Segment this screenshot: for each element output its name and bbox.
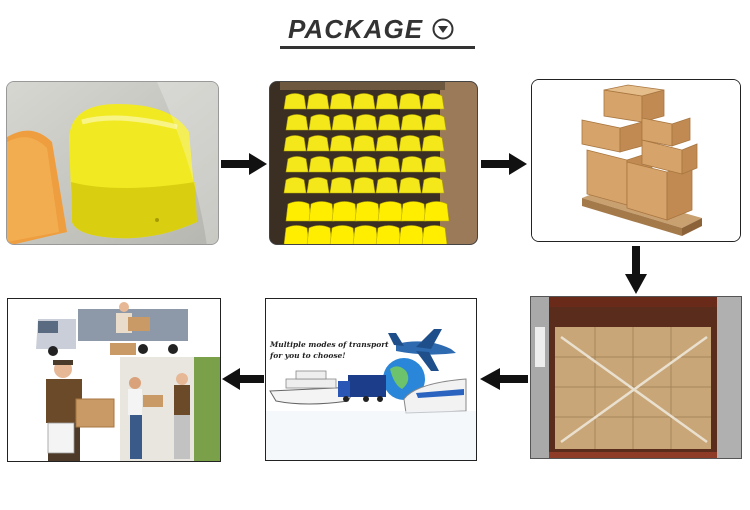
yellow-box bbox=[308, 156, 332, 173]
step-container-photo bbox=[530, 296, 742, 459]
transport-caption-line1: Multiple modes of transport bbox=[269, 340, 389, 349]
yellow-box bbox=[329, 225, 356, 244]
yellow-box bbox=[377, 201, 404, 222]
yellow-box bbox=[398, 225, 425, 244]
yellow-box bbox=[375, 93, 399, 110]
yellow-box bbox=[354, 201, 381, 222]
yellow-box bbox=[283, 177, 307, 194]
yellow-box bbox=[306, 177, 330, 194]
yellow-box bbox=[377, 156, 401, 173]
yellow-box bbox=[398, 177, 422, 194]
arrow-left-icon bbox=[222, 368, 264, 390]
yellow-box bbox=[398, 93, 422, 110]
step-product-photo bbox=[6, 81, 219, 245]
yellow-box bbox=[352, 93, 376, 110]
yellow-denture-box-photo bbox=[7, 82, 218, 244]
yellow-box bbox=[352, 177, 376, 194]
yellow-box bbox=[421, 177, 445, 194]
yellow-box bbox=[421, 225, 448, 244]
yellow-box bbox=[306, 225, 333, 244]
yellow-box bbox=[329, 93, 353, 110]
arrow-right-icon bbox=[481, 153, 527, 175]
page-header: PACKAGE bbox=[280, 12, 475, 52]
loaded-container-photo bbox=[531, 297, 741, 458]
arrow-down-icon bbox=[625, 246, 647, 294]
yellow-box bbox=[329, 135, 353, 152]
transport-caption-line2: for you to choose! bbox=[269, 351, 346, 360]
arrow-right-icon bbox=[221, 153, 267, 175]
airplane-icon bbox=[388, 329, 456, 371]
yellow-box bbox=[285, 156, 309, 173]
yellow-box bbox=[331, 114, 355, 131]
step-delivery-photo bbox=[7, 298, 221, 462]
yellow-box bbox=[354, 114, 378, 131]
yellow-box bbox=[352, 225, 379, 244]
yellow-box bbox=[421, 93, 445, 110]
yellow-box bbox=[283, 135, 307, 152]
yellow-box bbox=[306, 135, 330, 152]
step-transport-photo: Multiple modes of transport for you to c… bbox=[265, 298, 477, 461]
yellow-box bbox=[285, 114, 309, 131]
yellow-box bbox=[285, 201, 312, 222]
delivery-photo bbox=[8, 299, 220, 461]
yellow-box bbox=[423, 114, 447, 131]
arrow-left-icon bbox=[480, 368, 528, 390]
yellow-box bbox=[375, 135, 399, 152]
yellow-box bbox=[400, 114, 424, 131]
yellow-box bbox=[352, 135, 376, 152]
yellow-box bbox=[375, 225, 402, 244]
yellow-box bbox=[329, 177, 353, 194]
yellow-box bbox=[398, 135, 422, 152]
yellow-box bbox=[400, 156, 424, 173]
yellow-box bbox=[283, 93, 307, 110]
carton-of-boxes-photo bbox=[270, 82, 477, 244]
step-pallet-photo bbox=[531, 79, 741, 242]
step-carton-photo bbox=[269, 81, 478, 245]
palletized-cartons-photo bbox=[532, 80, 740, 241]
yellow-box bbox=[354, 156, 378, 173]
chevron-down-circle-icon bbox=[432, 18, 454, 40]
transport-modes-photo: Multiple modes of transport for you to c… bbox=[266, 299, 476, 460]
page-title: PACKAGE bbox=[288, 14, 424, 44]
yellow-box bbox=[400, 201, 427, 222]
yellow-box bbox=[377, 114, 401, 131]
yellow-box bbox=[331, 156, 355, 173]
yellow-box bbox=[283, 225, 310, 244]
yellow-box bbox=[308, 114, 332, 131]
yellow-box bbox=[421, 135, 445, 152]
yellow-box bbox=[423, 156, 447, 173]
yellow-box bbox=[331, 201, 358, 222]
yellow-box bbox=[306, 93, 330, 110]
yellow-box bbox=[375, 177, 399, 194]
yellow-box bbox=[423, 201, 450, 222]
title-underline bbox=[280, 46, 475, 49]
yellow-box bbox=[308, 201, 335, 222]
